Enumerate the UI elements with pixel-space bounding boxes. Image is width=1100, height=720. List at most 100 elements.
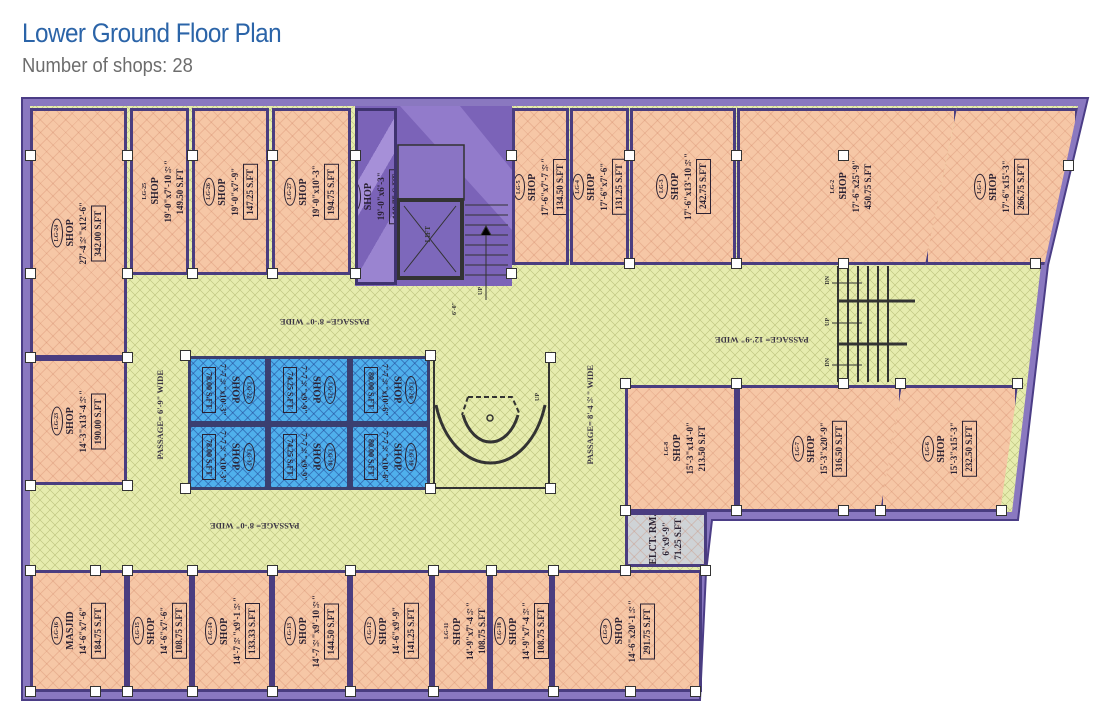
room-type: SHOP (527, 172, 538, 201)
dimension-label: 6'-0" (452, 302, 458, 315)
room-area: 118.75 S.FT (388, 168, 394, 225)
structural-column (838, 150, 849, 161)
structural-column (620, 378, 631, 389)
passage-label-right: PASSAGE= 12'-9" WIDE (715, 335, 809, 345)
structural-column (25, 268, 36, 279)
room-type: SHOP (391, 443, 403, 471)
room-id: LG-11 (443, 622, 450, 640)
shop-count: Number of shops: 28 (22, 55, 193, 77)
room-area: 78.00 S.FT (201, 366, 216, 414)
room-area: 131.25 S.FT (612, 158, 626, 215)
room-dimensions: 14'-9"x7'-4½" (520, 602, 531, 660)
structural-column (506, 150, 517, 161)
room-area: 184.75 S.FT (91, 603, 106, 659)
room-id: LG-4 (573, 173, 584, 200)
room-dimensions: 14'-7½"x9'-10½" (310, 594, 321, 668)
room-area: 291.75 S.FT (639, 603, 655, 659)
room-id: LG-28 (358, 182, 361, 211)
room-area: 213.50 S.FT (696, 425, 707, 472)
room-id: LG-8 (663, 441, 670, 456)
room-area: 194.75 S.FT (324, 163, 339, 220)
room-type: SHOP (310, 443, 322, 471)
room-dimensions: 7'-7½"x9'-9" (299, 433, 309, 481)
room-id: LG-5 (515, 173, 525, 200)
room-dimensions: 19'-0"x6'-3" (375, 172, 386, 221)
structural-column (25, 480, 36, 491)
main-staircase (832, 266, 915, 382)
structural-column (620, 565, 631, 576)
room-id: LG-12 (363, 616, 376, 646)
passage-label-center: PASSAGE= 8'-4½" WIDE (585, 365, 595, 465)
room-area: 144.50 S.FT (323, 603, 339, 659)
room-type: SHOP (298, 177, 309, 206)
room-area: 149.50 S.FT (175, 168, 185, 215)
room-type: SHOP (507, 617, 519, 645)
room-id: LG-24 (51, 218, 63, 248)
room-type: ELCT. RM. (648, 514, 659, 565)
room-id: LG-18 (323, 442, 336, 472)
room-dimensions: 17'-6"x15'-3" (1001, 160, 1011, 213)
room-area: 108.75 S.FT (172, 603, 187, 659)
room-id: LG-19 (404, 442, 417, 472)
electrical-room[interactable]: ELCT. RM.6"x9'-9"71.25 S.FT (625, 512, 707, 567)
room-type: SHOP (310, 376, 322, 404)
room-dimensions: 7'-7½"x10'-3" (218, 364, 228, 416)
structural-column (122, 352, 133, 363)
structural-column (345, 565, 356, 576)
room-type: MASJID (65, 611, 76, 651)
room-dimensions: 17'-6"x7'-7½" (540, 157, 550, 216)
structural-column (122, 480, 133, 491)
room-id: LG-20 (404, 375, 417, 405)
spiral-staircase (433, 355, 550, 489)
room-dimensions: 14'-6"x20'-1½" (626, 599, 637, 663)
room-id: LG-27 (284, 177, 296, 206)
room-area: 74.25 S.FT (282, 366, 297, 414)
passage-label-left: PASSAGE= 6'-9" WIDE (155, 370, 165, 460)
room-dimensions: 14'-9"x7'-4½" (464, 602, 475, 660)
passage-label-bottom: PASSAGE= 8'-0" WIDE (210, 521, 300, 531)
room-id: LG-6 (921, 435, 934, 462)
room-area: 232.50 S.FT (961, 420, 977, 477)
structural-column (187, 268, 198, 279)
room-type: SHOP (65, 219, 76, 247)
structural-column (620, 505, 631, 516)
room-dimensions: 15'-3"x15'-3" (948, 422, 959, 475)
structural-column (25, 352, 36, 363)
